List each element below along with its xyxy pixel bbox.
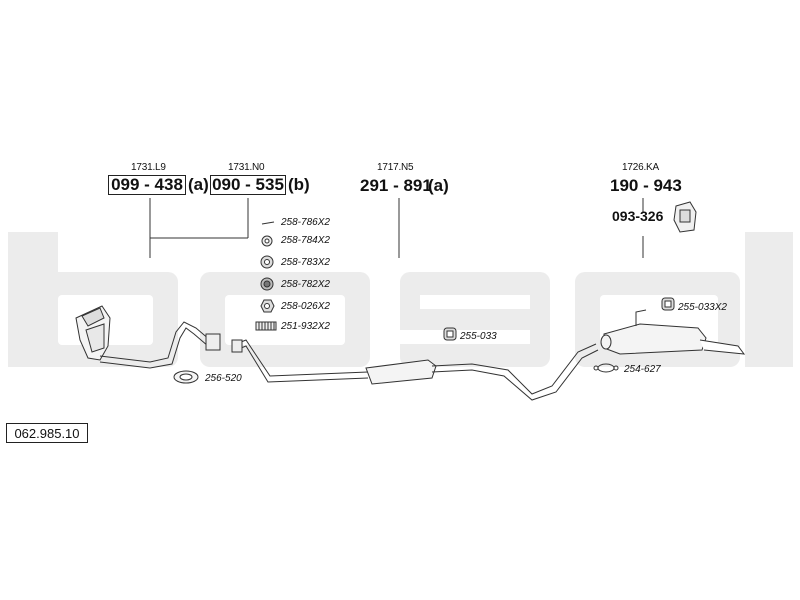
rear-code: 1726.KA: [622, 162, 659, 173]
gasket-label[interactable]: 256-520: [205, 373, 242, 384]
front-pipe: [99, 321, 221, 369]
middle-suffix: (a): [428, 176, 449, 195]
clamp-rear-label[interactable]: 254-627: [624, 364, 661, 375]
cat1-part-number[interactable]: 099 - 438: [108, 175, 186, 195]
middle-code: 1717.N5: [377, 162, 414, 173]
reference-number: 062.985.10: [6, 423, 88, 443]
rear-bracket-number[interactable]: 093-326: [612, 208, 664, 224]
rear-part-number[interactable]: 190 - 943: [610, 176, 682, 195]
rubber-mount-icon: [443, 327, 457, 341]
mount-rear-label[interactable]: 255-033X2: [678, 302, 727, 313]
spring-icon: [255, 321, 277, 331]
mount-mid-label[interactable]: 255-033: [460, 331, 497, 342]
clamp-icon: [593, 363, 619, 373]
accessory-label[interactable]: 258-784X2: [281, 235, 330, 246]
accessory-label[interactable]: 258-786X2: [281, 217, 330, 228]
cat1-code: 1731.L9: [131, 162, 166, 173]
clamp-icon: [261, 221, 275, 225]
accessory-label[interactable]: 258-783X2: [281, 257, 330, 268]
intermediate-pipe: [231, 339, 599, 401]
rubber-mount-icon: [661, 297, 675, 311]
accessory-label[interactable]: 258-782X2: [281, 279, 330, 290]
cat1-suffix: (a): [188, 175, 209, 194]
accessory-icons: [255, 221, 277, 331]
catalytic-converter: [75, 305, 111, 361]
accessory-label[interactable]: 258-026X2: [281, 301, 330, 312]
cat2-suffix: (b): [288, 175, 310, 194]
accessory-label[interactable]: 251-932X2: [281, 321, 330, 332]
cat2-part-number[interactable]: 090 - 535: [210, 175, 286, 195]
cat2-code: 1731.N0: [228, 162, 265, 173]
middle-part-number[interactable]: 291 - 891: [360, 176, 432, 195]
bracket-icon: [673, 201, 697, 233]
gasket-icon: [173, 370, 199, 384]
rear-muffler: [600, 309, 746, 355]
